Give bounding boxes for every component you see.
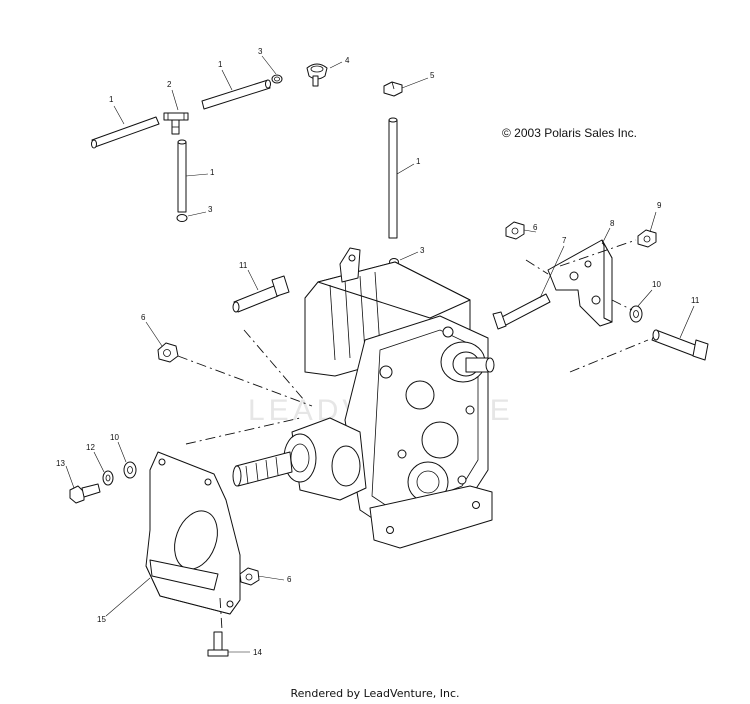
callout-3: 3	[420, 246, 425, 255]
vent-hose-upper[interactable]	[201, 79, 271, 110]
bracket-15[interactable]	[145, 451, 241, 615]
callout-8: 8	[610, 219, 615, 228]
callout-7: 7	[562, 236, 567, 245]
nut-6-left[interactable]	[157, 342, 179, 363]
bolt-11-left[interactable]	[232, 275, 290, 313]
callout-3: 3	[258, 47, 263, 56]
bolt-13[interactable]	[69, 483, 101, 504]
bolt-7[interactable]	[492, 293, 551, 330]
gearcase-assembly[interactable]	[232, 247, 495, 549]
callout-6: 6	[141, 313, 146, 322]
hose-clamp-top[interactable]	[271, 74, 283, 84]
leader-lines	[65, 55, 695, 653]
bolt-11-right[interactable]	[651, 329, 709, 361]
nut-6-bottom[interactable]	[239, 567, 260, 586]
nut-9[interactable]	[637, 229, 657, 248]
copyright-text: © 2003 Polaris Sales Inc.	[502, 126, 637, 140]
clip-fitting[interactable]	[306, 63, 328, 87]
washer-10-left[interactable]	[123, 461, 137, 479]
callout-1: 1	[109, 95, 114, 104]
callout-2: 2	[167, 80, 172, 89]
nut-top[interactable]	[383, 81, 403, 97]
callout-1: 1	[416, 157, 421, 166]
callout-11: 11	[239, 261, 248, 270]
callout-6: 6	[533, 223, 538, 232]
hose-clamp-bottom[interactable]	[176, 214, 188, 222]
callout-4: 4	[345, 56, 350, 65]
callout-12: 12	[86, 443, 95, 452]
callout-labels: 1 2 1 3 4 5 1 1 3 3 6 7 8 9 10 11 11 6 1…	[56, 47, 700, 657]
callout-3: 3	[208, 205, 213, 214]
vent-hose-vertical-left[interactable]	[177, 139, 187, 213]
callout-11: 11	[691, 296, 700, 305]
callout-1: 1	[218, 60, 223, 69]
bracket-8[interactable]	[547, 239, 613, 327]
bolt-14[interactable]	[207, 631, 229, 657]
callout-10: 10	[110, 433, 119, 442]
washer-12[interactable]	[102, 470, 114, 486]
callout-1: 1	[210, 168, 215, 177]
nut-6-right[interactable]	[505, 221, 525, 240]
callout-15: 15	[97, 615, 106, 624]
vent-hose-left[interactable]	[91, 116, 160, 149]
callout-5: 5	[430, 71, 435, 80]
tee-fitting[interactable]	[163, 112, 189, 135]
callout-10: 10	[652, 280, 661, 289]
callout-6: 6	[287, 575, 292, 584]
footer-credit: Rendered by LeadVenture, Inc.	[290, 687, 459, 700]
callout-14: 14	[253, 648, 262, 657]
callout-13: 13	[56, 459, 65, 468]
callout-9: 9	[657, 201, 662, 210]
vent-hose-vertical-center[interactable]	[388, 117, 398, 239]
washer-10-right[interactable]	[629, 305, 643, 323]
alignment-lines	[177, 239, 649, 631]
